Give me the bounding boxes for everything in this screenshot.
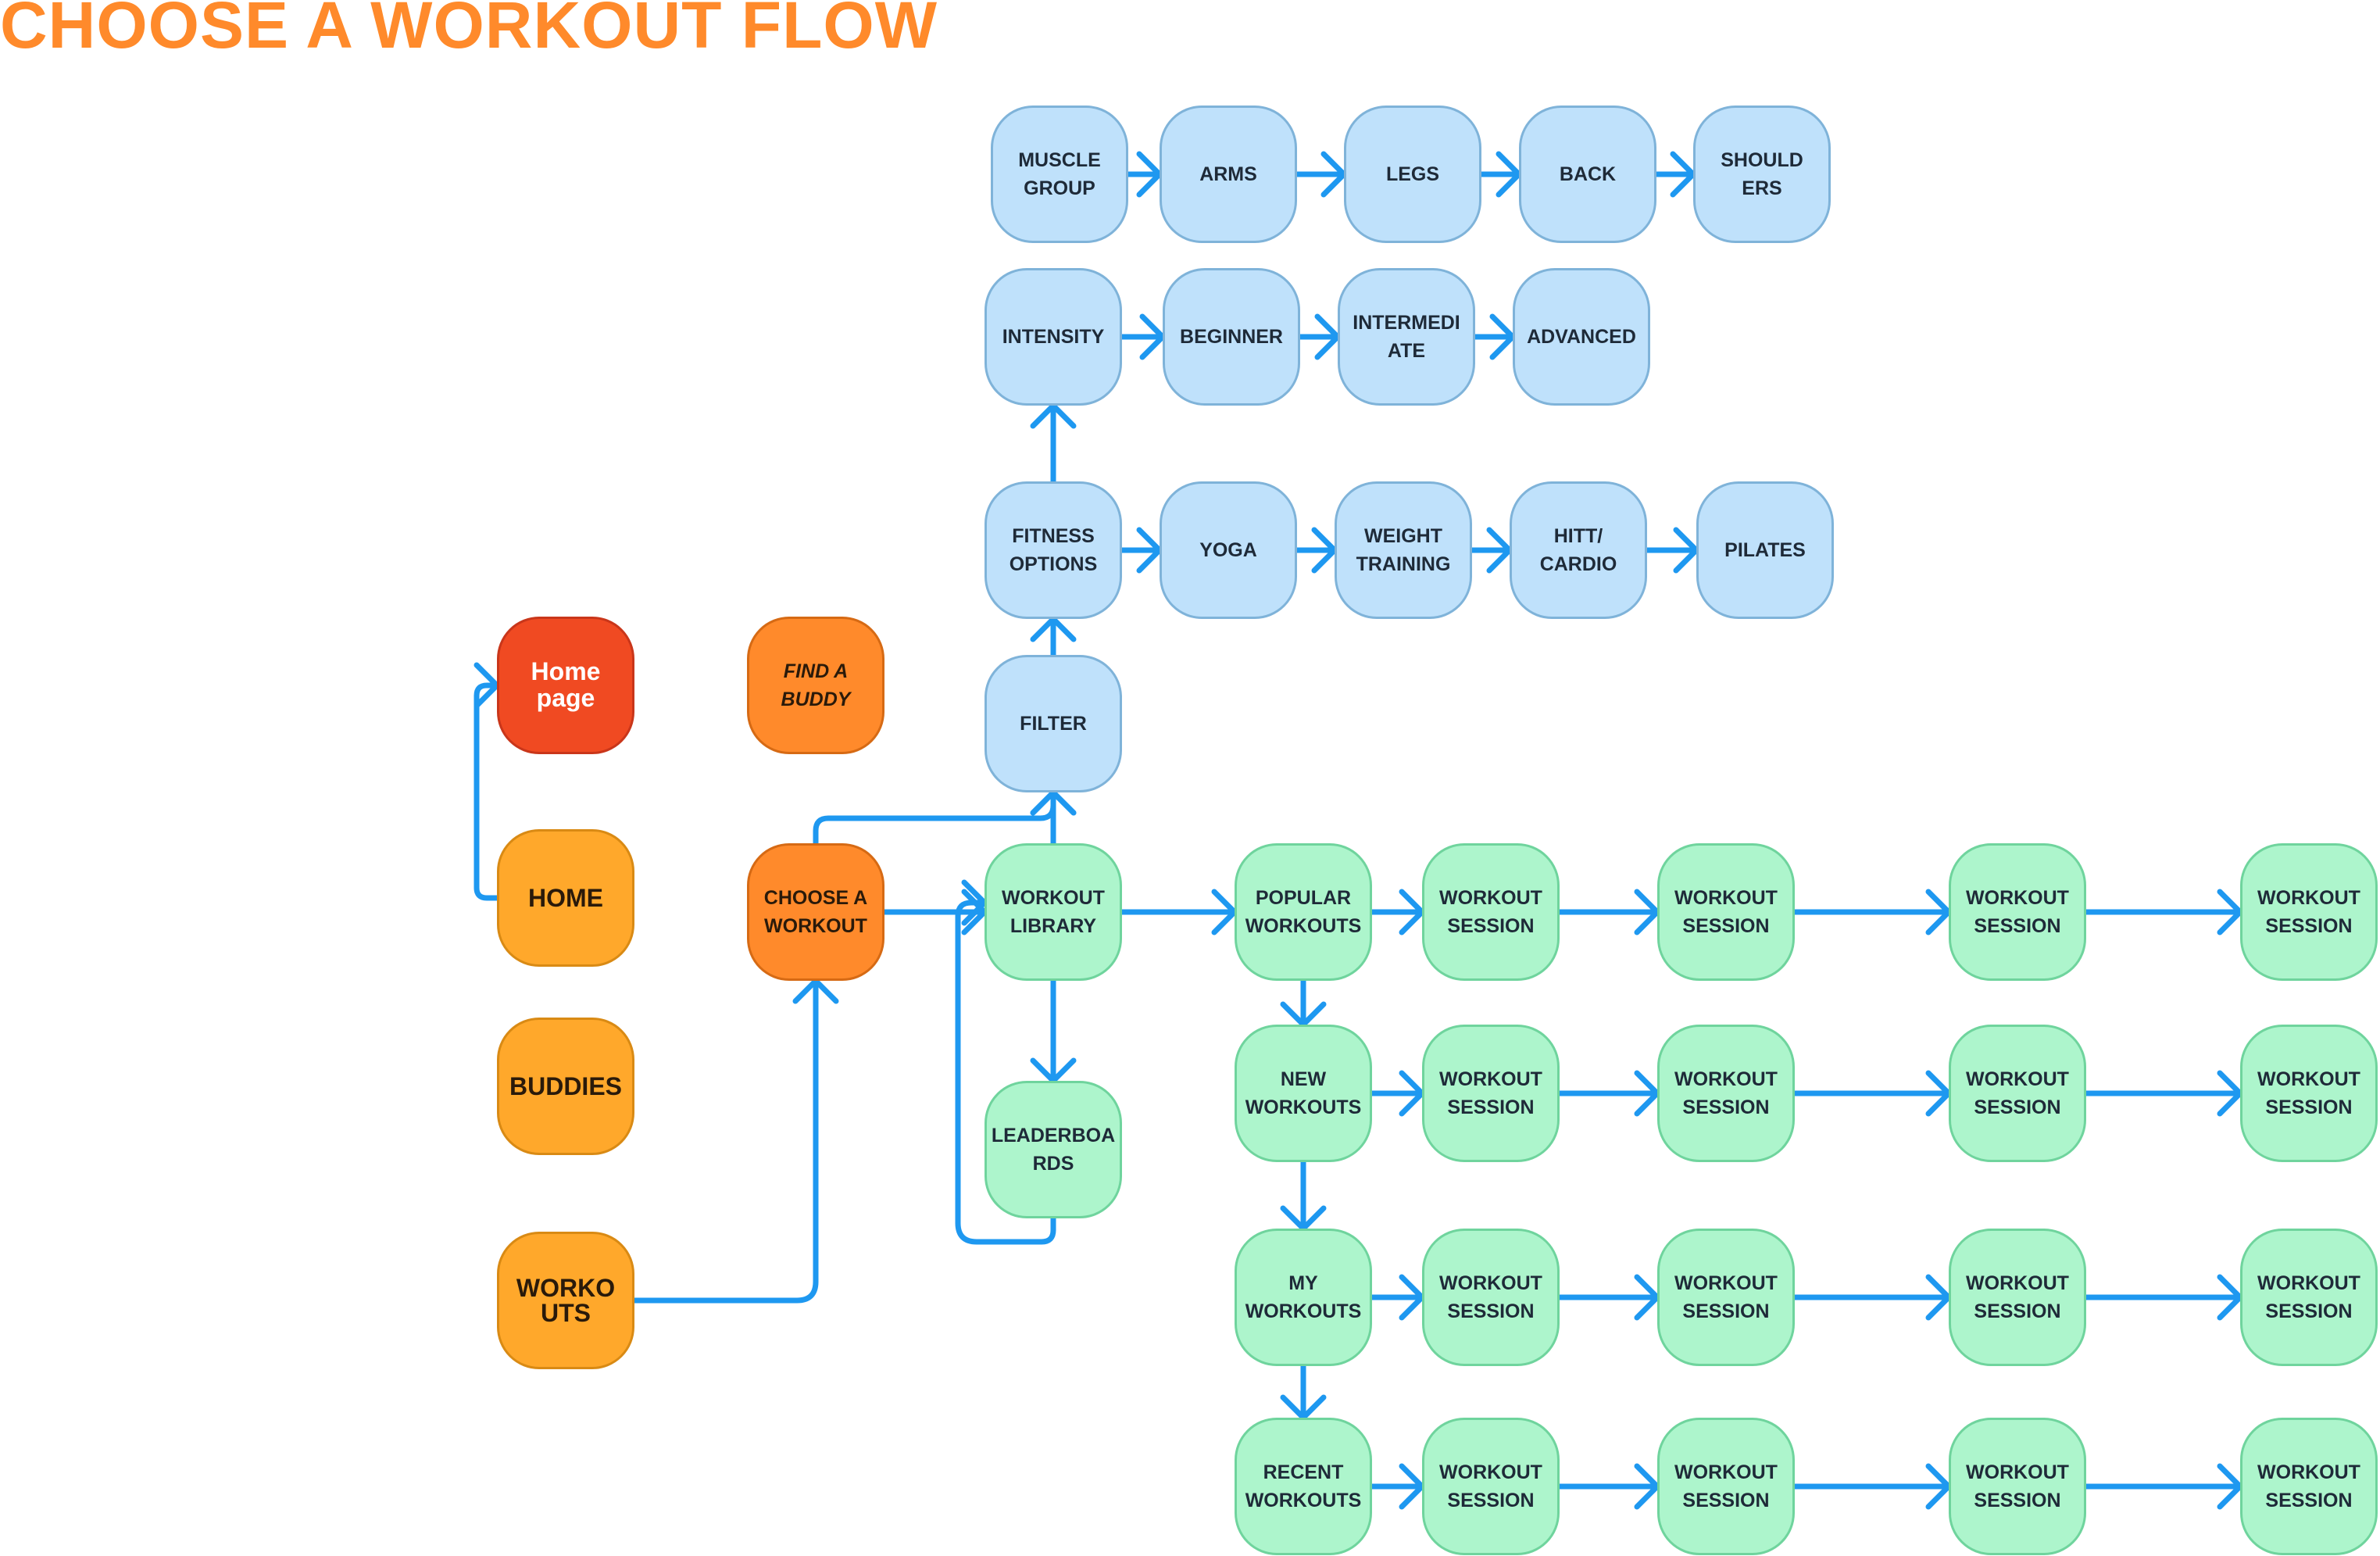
node-pilates[interactable]: PILATES <box>1696 481 1834 619</box>
node-label: PILATES <box>1724 538 1806 561</box>
node-label: WORKO UTS <box>516 1274 616 1327</box>
node-label: WORKOUT SESSION <box>1966 1272 2069 1322</box>
node-label: NEW WORKOUTS <box>1245 1068 1362 1118</box>
node-popular-session-2[interactable]: WORKOUT SESSION <box>1657 843 1795 981</box>
node-advanced[interactable]: ADVANCED <box>1513 268 1650 406</box>
node-intermediate[interactable]: INTERMEDI ATE <box>1338 268 1475 406</box>
node-label: WORKOUT SESSION <box>1439 886 1542 937</box>
node-label: FIND A BUDDY <box>781 660 851 710</box>
node-recent-workouts[interactable]: RECENT WORKOUTS <box>1235 1418 1372 1555</box>
node-beginner[interactable]: BEGINNER <box>1163 268 1300 406</box>
edge-workouts-to-choose-a-workout-arrowhead <box>792 978 839 1004</box>
node-workouts[interactable]: WORKO UTS <box>497 1232 634 1369</box>
page-title: CHOOSE A WORKOUT FLOW <box>0 0 938 62</box>
node-label: CHOOSE A WORKOUT <box>763 886 868 937</box>
edge-choose-a-workout-to-filter <box>813 789 1056 846</box>
node-home-page[interactable]: Home page <box>497 617 634 754</box>
node-new-session-3[interactable]: WORKOUT SESSION <box>1949 1025 2086 1162</box>
node-label: LEGS <box>1385 163 1440 185</box>
node-popular-workouts[interactable]: POPULAR WORKOUTS <box>1235 843 1372 981</box>
node-label: WORKOUT LIBRARY <box>1002 886 1105 937</box>
node-label: WORKOUT SESSION <box>2257 1272 2360 1322</box>
node-new-session-2[interactable]: WORKOUT SESSION <box>1657 1025 1795 1162</box>
node-label: INTERMEDI ATE <box>1353 311 1460 362</box>
node-label: FILTER <box>1020 712 1087 735</box>
node-new-workouts[interactable]: NEW WORKOUTS <box>1235 1025 1372 1162</box>
node-new-session-1[interactable]: WORKOUT SESSION <box>1422 1025 1560 1162</box>
node-label: WEIGHT TRAINING <box>1356 524 1451 575</box>
node-label: WORKOUT SESSION <box>1966 886 2069 937</box>
node-recent-session-4[interactable]: WORKOUT SESSION <box>2240 1418 2378 1555</box>
node-label: YOGA <box>1199 538 1257 561</box>
node-label: FITNESS OPTIONS <box>1009 524 1098 575</box>
node-popular-session-1[interactable]: WORKOUT SESSION <box>1422 843 1560 981</box>
node-label: MUSCLE GROUP <box>1018 148 1101 199</box>
node-label: BEGINNER <box>1180 325 1283 348</box>
node-new-session-4[interactable]: WORKOUT SESSION <box>2240 1025 2378 1162</box>
edge-filter-to-fitness-options-arrowhead <box>1030 616 1077 642</box>
edge-fitness-options-to-intensity-arrowhead <box>1030 402 1077 429</box>
node-arms[interactable]: ARMS <box>1160 106 1297 243</box>
node-my-session-1[interactable]: WORKOUT SESSION <box>1422 1229 1560 1366</box>
node-muscle-group[interactable]: MUSCLE GROUP <box>991 106 1128 243</box>
edge-workouts-to-choose-a-workout <box>631 978 819 1304</box>
node-shoulders[interactable]: SHOULD ERS <box>1693 106 1831 243</box>
node-label: WORKOUT SESSION <box>1674 1461 1778 1511</box>
node-yoga[interactable]: YOGA <box>1160 481 1297 619</box>
node-label: WORKOUT SESSION <box>2257 886 2360 937</box>
node-label: WORKOUT SESSION <box>2257 1461 2360 1511</box>
node-label: WORKOUT SESSION <box>1674 1068 1778 1118</box>
node-home[interactable]: HOME <box>497 829 634 967</box>
node-recent-session-3[interactable]: WORKOUT SESSION <box>1949 1418 2086 1555</box>
node-hitt-cardio[interactable]: HITT/ CARDIO <box>1510 481 1647 619</box>
node-my-session-3[interactable]: WORKOUT SESSION <box>1949 1229 2086 1366</box>
node-label: ADVANCED <box>1527 325 1636 348</box>
node-label: BACK <box>1559 163 1617 185</box>
node-label: WORKOUT SESSION <box>1439 1272 1542 1322</box>
node-popular-session-3[interactable]: WORKOUT SESSION <box>1949 843 2086 981</box>
node-label: WORKOUT SESSION <box>1674 1272 1778 1322</box>
node-label: WORKOUT SESSION <box>1966 1068 2069 1118</box>
node-find-a-buddy[interactable]: FIND A BUDDY <box>747 617 884 754</box>
node-filter[interactable]: FILTER <box>985 655 1122 792</box>
node-label: RECENT WORKOUTS <box>1245 1461 1362 1511</box>
node-label: WORKOUT SESSION <box>1674 886 1778 937</box>
node-label: WORKOUT SESSION <box>1966 1461 2069 1511</box>
edge-home-to-home-page <box>473 682 500 901</box>
node-weight-training[interactable]: WEIGHT TRAINING <box>1335 481 1472 619</box>
node-intensity[interactable]: INTENSITY <box>985 268 1122 406</box>
node-label: MY WORKOUTS <box>1245 1272 1362 1322</box>
node-label: SHOULD ERS <box>1721 148 1803 199</box>
node-leaderboards[interactable]: LEADERBOA RDS <box>985 1081 1122 1218</box>
node-label: ARMS <box>1199 163 1257 185</box>
node-back[interactable]: BACK <box>1519 106 1656 243</box>
node-label: WORKOUT SESSION <box>1439 1068 1542 1118</box>
node-legs[interactable]: LEGS <box>1344 106 1481 243</box>
node-popular-session-4[interactable]: WORKOUT SESSION <box>2240 843 2378 981</box>
node-label: INTENSITY <box>1002 325 1105 348</box>
node-label: POPULAR WORKOUTS <box>1245 886 1362 937</box>
node-recent-session-1[interactable]: WORKOUT SESSION <box>1422 1418 1560 1555</box>
node-my-workouts[interactable]: MY WORKOUTS <box>1235 1229 1372 1366</box>
node-label: HOME <box>528 884 603 912</box>
node-fitness-options[interactable]: FITNESS OPTIONS <box>985 481 1122 619</box>
node-buddies[interactable]: BUDDIES <box>497 1018 634 1155</box>
node-label: Home page <box>531 657 601 712</box>
node-my-session-4[interactable]: WORKOUT SESSION <box>2240 1229 2378 1366</box>
node-my-session-2[interactable]: WORKOUT SESSION <box>1657 1229 1795 1366</box>
node-label: LEADERBOA RDS <box>991 1124 1116 1175</box>
node-label: BUDDIES <box>509 1072 622 1100</box>
node-label: WORKOUT SESSION <box>2257 1068 2360 1118</box>
edge-leaderboards-to-workout-library <box>955 900 1056 1245</box>
node-label: HITT/ CARDIO <box>1539 524 1617 575</box>
node-recent-session-2[interactable]: WORKOUT SESSION <box>1657 1418 1795 1555</box>
edge-workout-library-to-filter-arrowhead <box>1030 789 1077 816</box>
node-label: WORKOUT SESSION <box>1439 1461 1542 1511</box>
node-choose-a-workout[interactable]: CHOOSE A WORKOUT <box>747 843 884 981</box>
node-workout-library[interactable]: WORKOUT LIBRARY <box>985 843 1122 981</box>
